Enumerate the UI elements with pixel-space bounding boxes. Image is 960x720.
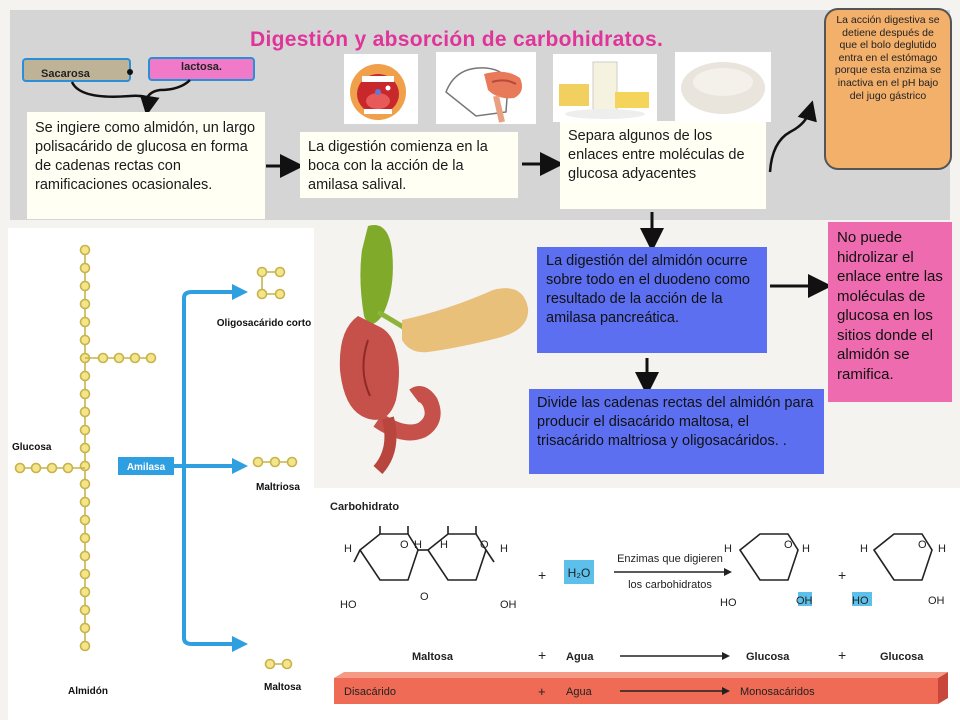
summary-band-top — [334, 672, 948, 678]
glucose-molecule-1 — [738, 533, 799, 581]
box-mouth-start: La digestión comienza en la boca con la … — [300, 132, 518, 198]
summary-band-side — [938, 672, 948, 704]
glucosa-label: Glucosa — [12, 442, 52, 453]
atom-h-5: H — [724, 543, 732, 555]
h2o-label: H₂O — [568, 566, 591, 580]
box-cannot-hydrolyze: No puede hidrolizar el enlace entre las … — [828, 222, 952, 402]
throat-illustration — [436, 52, 536, 124]
atom-h-7: H — [860, 543, 868, 555]
atom-ho-3: HO — [852, 595, 869, 607]
maltose-molecule — [353, 526, 495, 581]
enzyme-line-1: Enzimas que digieren — [617, 553, 723, 565]
row-arrow-head — [722, 652, 730, 660]
box-duodenum: La digestión del almidón ocurre sobre to… — [537, 247, 767, 353]
atom-o-4: O — [784, 539, 793, 551]
carbohidrato-heading: Carbohidrato — [330, 501, 399, 513]
atom-ho-1: HO — [340, 599, 357, 611]
tag-lactosa: lactosa. — [148, 57, 255, 81]
atom-o-3: O — [480, 539, 489, 551]
band-monosacaridos: Monosacáridos — [740, 686, 815, 698]
row-plus-2: + — [838, 647, 846, 663]
atom-h-1: H — [344, 543, 352, 555]
plus-1: + — [538, 567, 546, 583]
note-stomach: La acción digestiva se detiene después d… — [824, 8, 952, 170]
band-arrow-head — [722, 687, 730, 695]
atom-oh-3: OH — [928, 595, 945, 607]
tag-lactosa-label: lactosa. — [181, 61, 222, 73]
atom-h-8: H — [938, 543, 946, 555]
maltriosa-label: Maltriosa — [256, 482, 300, 493]
amilasa-label: Amilasa — [127, 462, 166, 473]
box-divides-chains: Divide las cadenas rectas del almidón pa… — [529, 389, 824, 474]
starch-diagram: Amilasa Oligosacárido corto Glucosa Malt… — [12, 244, 311, 697]
mouth-illustration — [344, 54, 418, 124]
reaction-arrow-head — [724, 568, 732, 576]
maltosa-label: Maltosa — [264, 682, 302, 693]
atom-h-4: H — [500, 543, 508, 555]
tag-sacarosa: Sacarosa — [22, 58, 131, 82]
oligo-label: Oligosacárido corto — [217, 318, 311, 329]
box-separates-bonds: Separa algunos de los enlaces entre molé… — [560, 121, 766, 209]
row-agua: Agua — [566, 651, 594, 663]
oh-highlight — [798, 592, 812, 606]
almidon-label: Almidón — [68, 686, 108, 697]
reaction-diagram: Carbohidrato H O H HO O H O H OH + H₂O E… — [330, 501, 948, 704]
h2o-box — [564, 560, 594, 584]
atom-o-1: O — [400, 539, 409, 551]
enzyme-line-2: los carbohidratos — [628, 579, 712, 591]
atom-h-2: H — [414, 539, 422, 551]
band-plus: + — [538, 684, 546, 699]
tag-sacarosa-label: Sacarosa — [41, 68, 90, 80]
atom-oh-2: OH — [796, 595, 813, 607]
band-agua: Agua — [566, 686, 593, 698]
plus-2: + — [838, 567, 846, 583]
row-plus-1: + — [538, 647, 546, 663]
atom-ho-2: HO — [720, 597, 737, 609]
box-starch-intro: Se ingiere como almidón, un largo polisa… — [27, 112, 265, 219]
dot-sacarosa — [127, 69, 133, 75]
atom-o-5: O — [918, 539, 927, 551]
dairy-products-illustration — [553, 54, 657, 122]
atom-h-6: H — [802, 543, 810, 555]
starch-powder-illustration — [675, 52, 771, 122]
atom-o-2: O — [420, 591, 429, 603]
band-disacarido: Disacárido — [344, 686, 396, 698]
row-maltosa: Maltosa — [412, 651, 454, 663]
arrow-sacarosa — [70, 81, 160, 116]
amilasa-box — [118, 457, 174, 475]
arrow-lactosa — [144, 79, 191, 107]
glucose-molecule-2 — [872, 533, 933, 581]
page-title: Digestión y absorción de carbohidratos. — [250, 28, 664, 51]
row-glucosa-1: Glucosa — [746, 651, 790, 663]
atom-oh-1: OH — [500, 599, 517, 611]
pancreas-illustration — [339, 225, 529, 475]
arrow-box3-note — [768, 100, 817, 173]
atom-h-3: H — [440, 539, 448, 551]
row-glucosa-2: Glucosa — [880, 651, 924, 663]
ho-highlight — [852, 592, 872, 606]
